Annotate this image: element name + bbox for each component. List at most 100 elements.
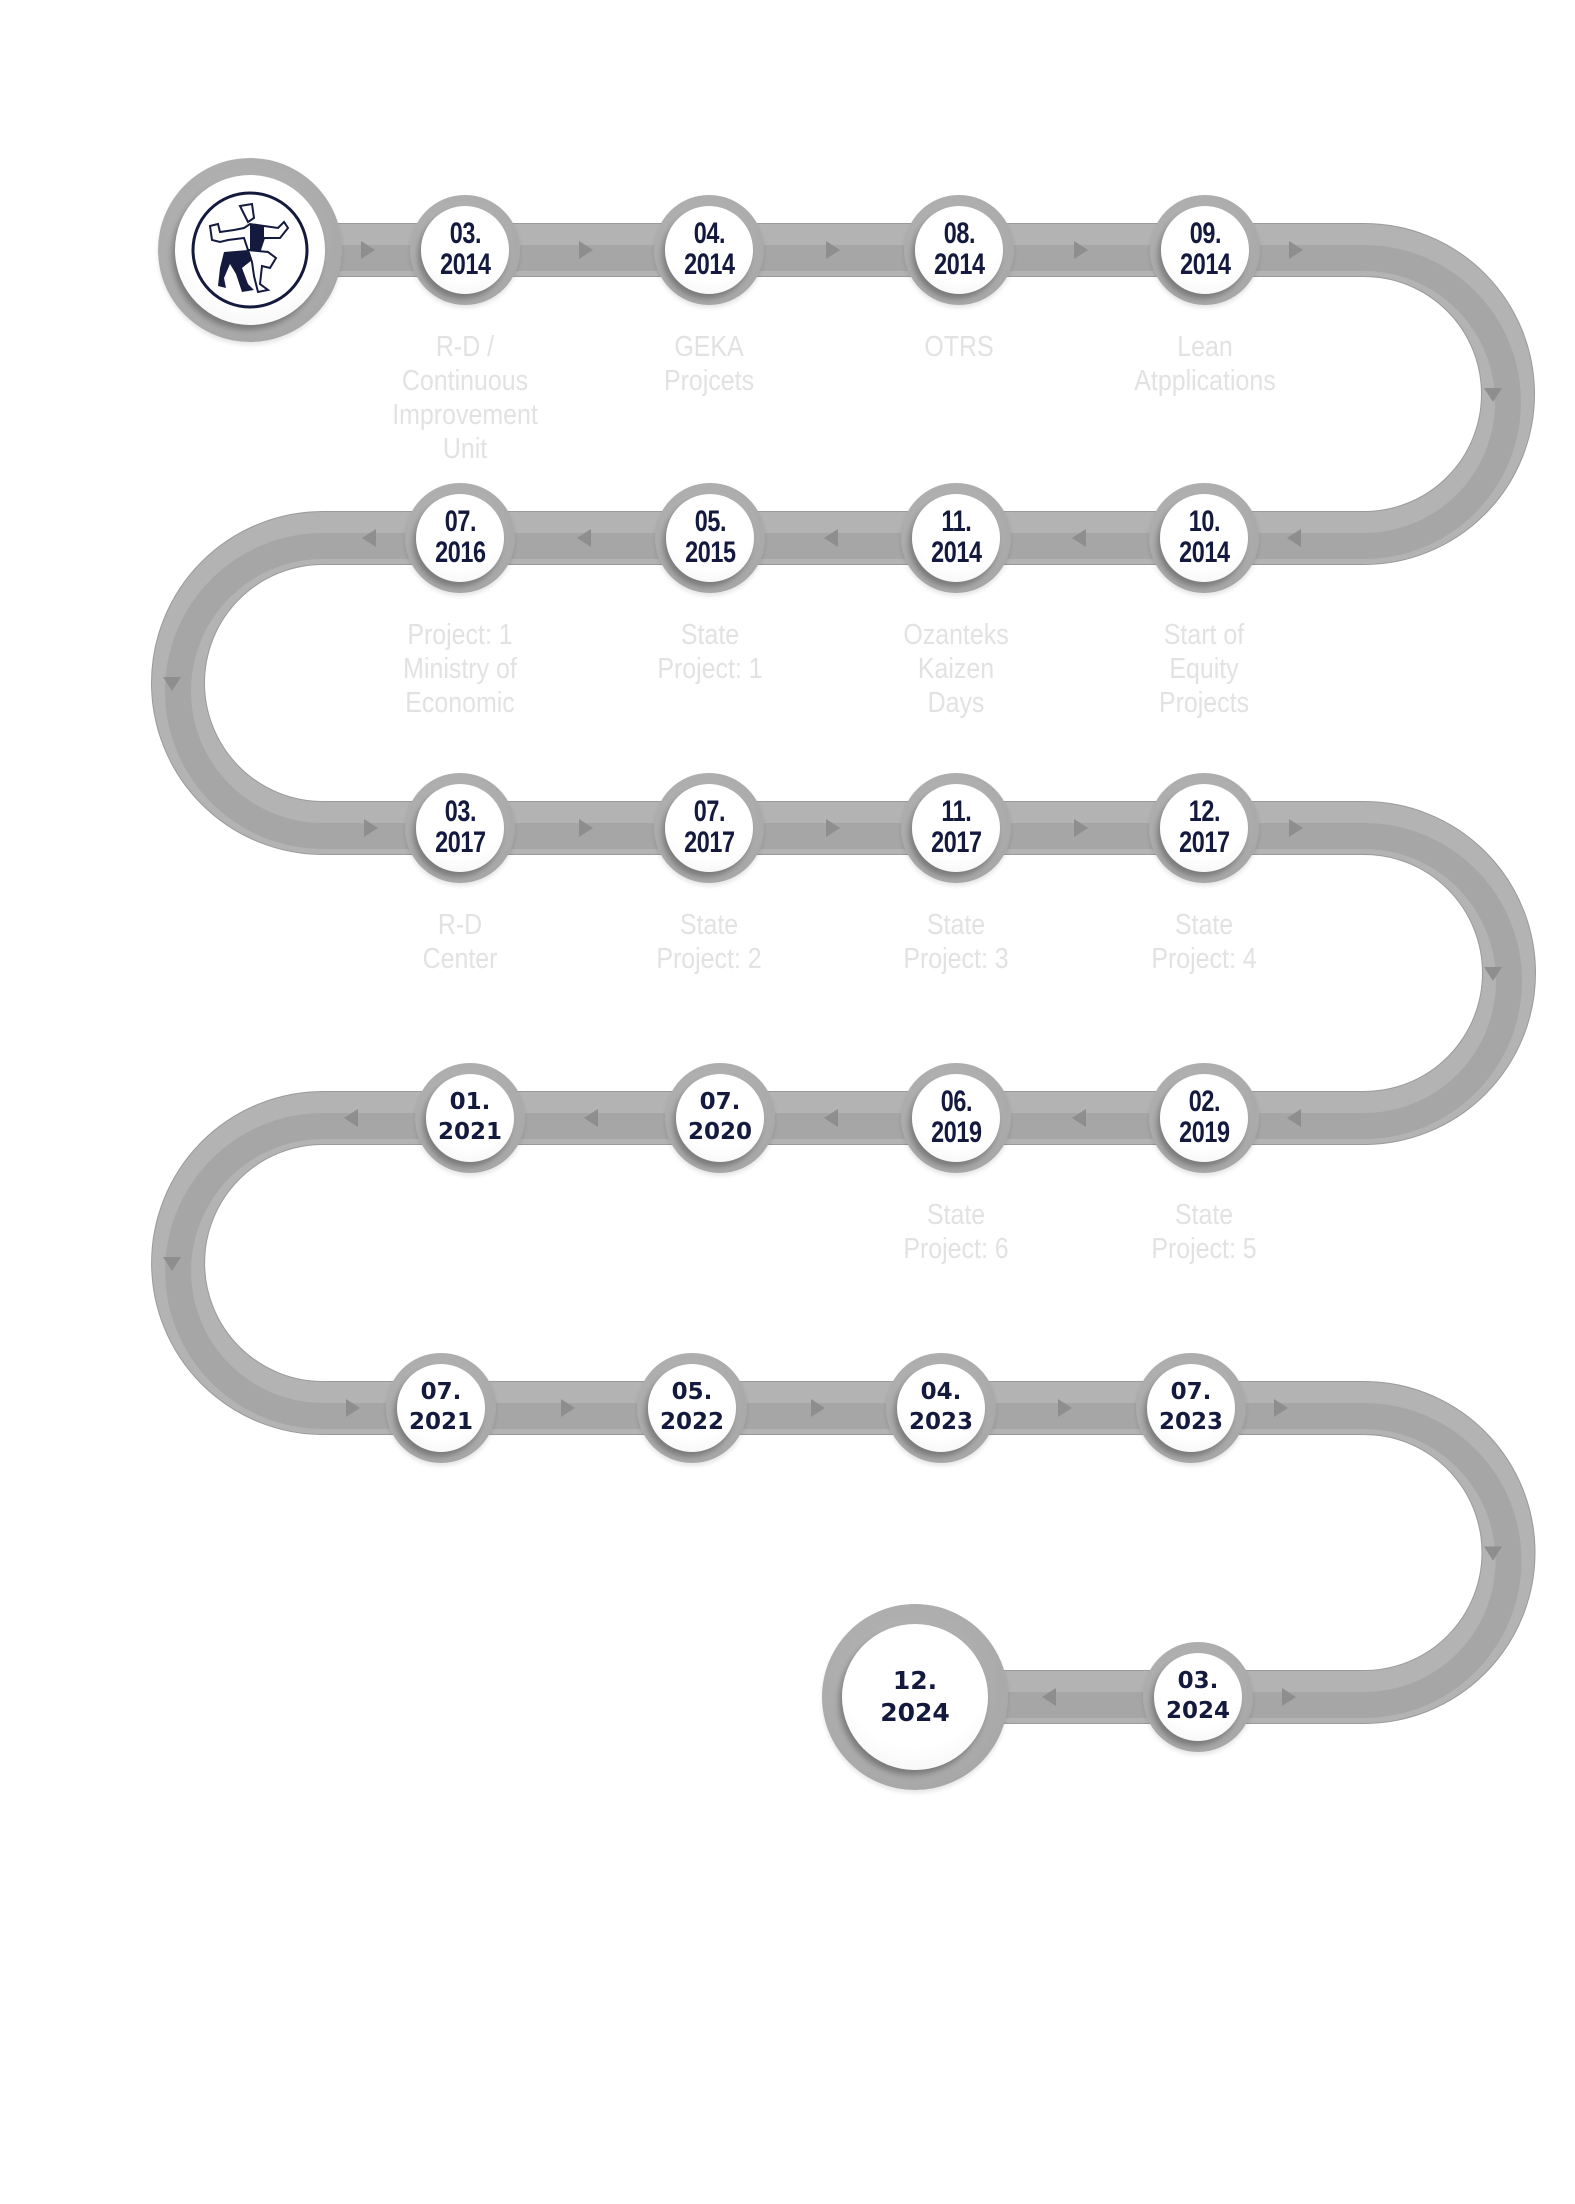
milestone-node: 07. 2020 <box>665 1063 775 1173</box>
arrow-right-icon <box>364 819 378 837</box>
arrow-right-icon <box>1289 241 1303 259</box>
milestone-date: 09.2014 <box>1180 219 1231 280</box>
milestone-year: 2023 <box>1158 1409 1223 1435</box>
milestone-year: 2024 <box>1165 1698 1230 1724</box>
milestone-node: 01.2021 <box>415 1063 525 1173</box>
arrow-left-icon <box>362 529 376 547</box>
milestone-face: 02.2019 <box>1160 1074 1248 1162</box>
milestone-node: 03.2014 <box>410 195 520 305</box>
arrow-right-icon <box>346 1399 360 1417</box>
arrow-down-icon <box>1484 388 1502 402</box>
arrow-right-icon <box>826 819 840 837</box>
milestone-date: 03.2024 <box>1166 1667 1230 1727</box>
milestone-year: 2014 <box>930 536 982 569</box>
milestone-date: 03.2017 <box>435 797 486 858</box>
milestone-node: 11.2014 <box>901 483 1011 593</box>
milestone-year: 2017 <box>1178 826 1230 859</box>
milestone-label-line: Continuous Improvement <box>392 365 538 431</box>
milestone-year: 2019 <box>930 1116 982 1149</box>
milestone-year: 2024 <box>880 1698 950 1727</box>
milestone-date: 04.2014 <box>684 219 735 280</box>
milestone-date: 11.2014 <box>931 507 982 568</box>
milestone-face: 07.2023 <box>1147 1364 1235 1452</box>
milestone-year: 2021 <box>408 1409 473 1435</box>
milestone-year: 2017 <box>434 826 486 859</box>
milestone-label-line: R-D <box>437 909 483 941</box>
milestone-year: 2020 <box>687 1119 752 1145</box>
milestone-face: 03.2024 <box>1154 1653 1242 1741</box>
milestone-label-line: Project: 1 <box>657 653 763 685</box>
milestone-face: 07.2021 <box>397 1364 485 1452</box>
logo-node <box>158 158 342 342</box>
milestone-date: 11.2017 <box>931 797 982 858</box>
milestone-date: 07. 2020 <box>688 1088 752 1148</box>
milestone-label-line: State <box>1174 909 1234 941</box>
milestone-month: 04. <box>693 217 725 251</box>
milestone-face: 01.2021 <box>426 1074 514 1162</box>
milestone-date: 04.2023 <box>909 1378 973 1438</box>
milestone-label-line: State <box>680 619 740 651</box>
milestone-label-line: Days <box>927 687 985 719</box>
dancer-logo-icon <box>191 191 309 309</box>
milestone-year: 2015 <box>684 536 736 569</box>
milestone-face: 11.2014 <box>912 494 1000 582</box>
milestone-face: 03.2017 <box>416 784 504 872</box>
milestone-node: 03.2024 <box>1143 1642 1253 1752</box>
arrow-left-icon <box>344 1109 358 1127</box>
milestone-node: 05.2015 <box>655 483 765 593</box>
milestone-node: 07.2016 <box>405 483 515 593</box>
milestone-node: 12.2017 <box>1149 773 1259 883</box>
milestone-label-line: State <box>926 1199 986 1231</box>
arrow-left-icon <box>824 529 838 547</box>
arrow-right-icon <box>1282 1688 1296 1706</box>
milestone-year: 2014 <box>1179 248 1231 281</box>
milestone-year: 2014 <box>933 248 985 281</box>
milestone-face: 03.2014 <box>421 206 509 294</box>
milestone-face: 05.2015 <box>666 494 754 582</box>
milestone-node: 09.2014 <box>1150 195 1260 305</box>
milestone-year: 2023 <box>908 1409 973 1435</box>
milestone-date: 07.2021 <box>409 1378 473 1438</box>
milestone-month: 11. <box>940 795 972 829</box>
arrow-right-icon <box>1074 819 1088 837</box>
milestone-label-line: Project: 2 <box>656 943 762 975</box>
milestone-month: 03. <box>449 217 481 251</box>
milestone-node: 03.2017 <box>405 773 515 883</box>
milestone-date: 03.2014 <box>440 219 491 280</box>
milestone-node: 02.2019 <box>1149 1063 1259 1173</box>
milestone-face: 11.2017 <box>912 784 1000 872</box>
arrow-right-icon <box>579 241 593 259</box>
milestone-date: 07.2016 <box>435 507 486 568</box>
milestone-date: 06.2019 <box>931 1087 982 1148</box>
road-band-dark <box>165 245 1522 1718</box>
milestone-month: 07. <box>699 1089 741 1116</box>
milestone-label-line: Kaizen <box>917 653 995 685</box>
arrow-right-icon <box>361 241 375 259</box>
milestone-face: 04.2014 <box>665 206 753 294</box>
arrow-right-icon <box>1274 1399 1288 1417</box>
milestone-year: 2014 <box>439 248 491 281</box>
milestone-month: 06. <box>940 1085 972 1119</box>
milestone-face: 04.2023 <box>897 1364 985 1452</box>
milestone-year: 2016 <box>434 536 486 569</box>
milestone-month: 03. <box>444 795 476 829</box>
milestone-date: 10.2014 <box>1179 507 1230 568</box>
milestone-face: 07. 2020 <box>676 1074 764 1162</box>
milestone-month: 07. <box>444 505 476 539</box>
milestone-month: 02. <box>1188 1085 1220 1119</box>
arrow-left-icon <box>584 1109 598 1127</box>
milestone-label-line: GEKA <box>674 331 744 363</box>
milestone-face: 09.2014 <box>1161 206 1249 294</box>
milestone-label-line: Project: 3 <box>903 943 1009 975</box>
milestone-node: 07.2017 <box>654 773 764 883</box>
arrow-right-icon <box>811 1399 825 1417</box>
milestone-date: 02.2019 <box>1179 1087 1230 1148</box>
milestone-date: 12.2017 <box>1179 797 1230 858</box>
